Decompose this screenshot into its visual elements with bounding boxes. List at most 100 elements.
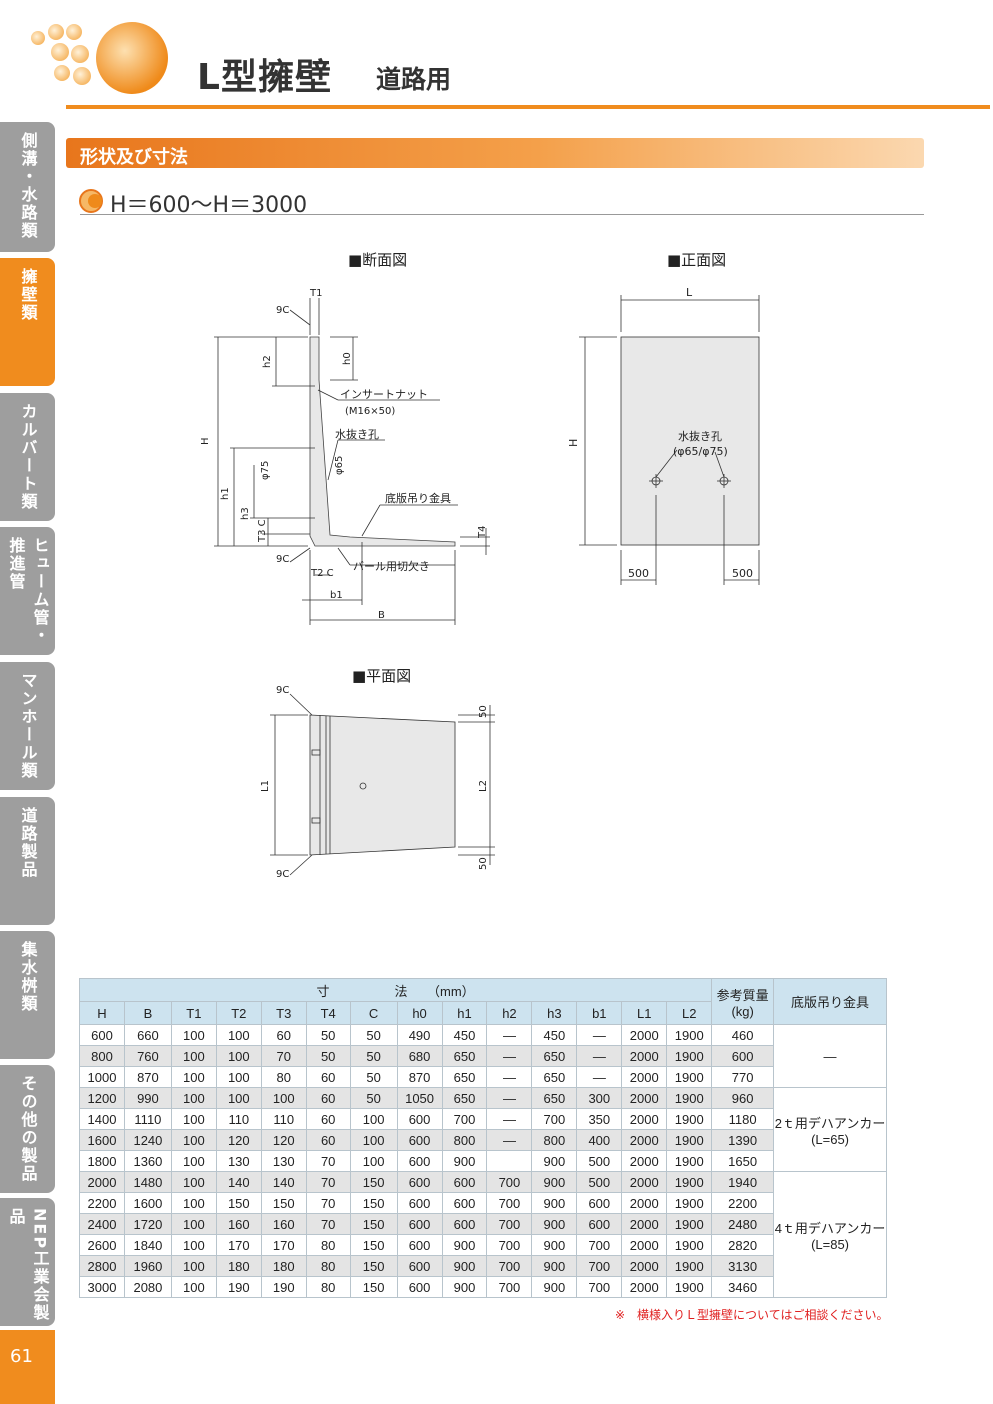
col-header: C	[349, 1001, 398, 1025]
table-cell: 2000	[621, 1087, 668, 1109]
table-cell: 650	[531, 1087, 578, 1109]
svg-text:H: H	[567, 439, 580, 447]
svg-text:(φ65/φ75): (φ65/φ75)	[673, 445, 728, 458]
table-cell: 150	[349, 1276, 398, 1298]
table-cell: 1600	[79, 1129, 125, 1151]
side-tab-catch-basin[interactable]: 集水桝類	[0, 931, 55, 1059]
section-band	[66, 138, 924, 168]
table-cell: 600	[396, 1171, 443, 1193]
table-cell: 700	[576, 1255, 623, 1277]
table-cell: 1200	[79, 1087, 125, 1109]
table-cell: 100	[215, 1024, 262, 1046]
table-cell: 1600	[123, 1192, 172, 1214]
table-cell: 700	[531, 1108, 578, 1130]
side-tab-manhole[interactable]: マンホール類	[0, 662, 55, 790]
table-cell: 3130	[711, 1255, 775, 1277]
table-cell: 100	[170, 1192, 217, 1214]
side-tab-gutter[interactable]: 側溝・水路類	[0, 122, 55, 252]
col-header: h2	[486, 1001, 533, 1025]
table-cell: 100	[215, 1066, 262, 1088]
table-cell: 990	[123, 1087, 172, 1109]
table-cell: 1050	[396, 1087, 443, 1109]
table-cell: 760	[123, 1045, 172, 1067]
table-cell: 70	[305, 1213, 351, 1235]
table-cell: 1900	[666, 1255, 713, 1277]
table-cell: 800	[441, 1129, 488, 1151]
table-cell: 50	[305, 1024, 351, 1046]
table-cell: 900	[531, 1234, 578, 1256]
plan-view-drawing: 9C 9C L1 L2 50 50	[260, 685, 495, 880]
table-cell: 1900	[666, 1066, 713, 1088]
table-cell: 2000	[621, 1066, 668, 1088]
table-cell: —	[576, 1066, 623, 1088]
side-tab-hume-pipe[interactable]: ヒューム管・推進管	[0, 527, 55, 655]
table-cell: 1900	[666, 1108, 713, 1130]
svg-text:底版吊り金具: 底版吊り金具	[385, 491, 451, 505]
table-cell: 2000	[621, 1150, 668, 1172]
table-cell: 110	[260, 1108, 307, 1130]
table-cell: 700	[576, 1276, 623, 1298]
col-header: h1	[441, 1001, 488, 1025]
svg-text:L2: L2	[478, 780, 489, 792]
table-cell: 900	[441, 1150, 488, 1172]
page-subtitle: 道路用	[376, 65, 452, 94]
side-tab-retaining-wall[interactable]: 擁壁類	[0, 258, 55, 386]
col-header: T3	[260, 1001, 307, 1025]
svg-text:9C: 9C	[276, 554, 289, 565]
table-cell: 650	[441, 1066, 488, 1088]
svg-text:T2 C: T2 C	[310, 568, 334, 579]
table-cell: 50	[305, 1045, 351, 1067]
svg-text:500: 500	[732, 567, 753, 580]
side-tab-nep[interactable]: NEP工業会製品	[0, 1198, 55, 1326]
table-cell: 1390	[711, 1129, 775, 1151]
side-tab-culvert[interactable]: カルバート類	[0, 393, 55, 521]
table-cell: 600	[396, 1129, 443, 1151]
table-cell: 1400	[79, 1108, 125, 1130]
table-cell: 1110	[123, 1108, 172, 1130]
table-cell: 1900	[666, 1276, 713, 1298]
svg-text:B: B	[378, 610, 385, 621]
table-cell: 80	[305, 1276, 351, 1298]
table-cell: 100	[260, 1087, 307, 1109]
table-cell: 80	[305, 1234, 351, 1256]
table-cell: 170	[260, 1234, 307, 1256]
table-cell: 2480	[711, 1213, 775, 1235]
table-cell: 600	[396, 1213, 443, 1235]
svg-text:水抜き孔: 水抜き孔	[678, 429, 722, 443]
table-cell: 2000	[79, 1171, 125, 1193]
side-tab-road-products[interactable]: 道路製品	[0, 797, 55, 925]
table-cell	[486, 1150, 533, 1172]
svg-text:9C: 9C	[276, 685, 289, 696]
table-cell: —	[576, 1045, 623, 1067]
table-cell: —	[576, 1024, 623, 1046]
table-cell: 900	[531, 1213, 578, 1235]
table-cell: 100	[170, 1276, 217, 1298]
table-cell: 450	[531, 1024, 578, 1046]
table-cell: 650	[441, 1045, 488, 1067]
side-tab-other[interactable]: その他の製品	[0, 1065, 55, 1193]
table-cell: 70	[305, 1171, 351, 1193]
table-cell: 660	[123, 1024, 172, 1046]
table-cell: 800	[531, 1129, 578, 1151]
table-cell: 2200	[711, 1192, 775, 1214]
table-cell: 60	[260, 1024, 307, 1046]
table-cell: 2600	[79, 1234, 125, 1256]
table-cell: 1900	[666, 1150, 713, 1172]
table-cell: 3000	[79, 1276, 125, 1298]
svg-text:h2: h2	[262, 355, 273, 368]
table-cell: 100	[170, 1213, 217, 1235]
table-cell: 2200	[79, 1192, 125, 1214]
table-cell: 140	[260, 1171, 307, 1193]
table-cell: 60	[305, 1108, 351, 1130]
svg-text:φ75: φ75	[260, 461, 271, 480]
table-cell: 150	[349, 1234, 398, 1256]
table-cell: 2000	[621, 1234, 668, 1256]
table-cell: 50	[349, 1045, 398, 1067]
table-cell: 460	[711, 1024, 775, 1046]
fitting-cell: —	[773, 1024, 887, 1088]
table-cell: 100	[170, 1087, 217, 1109]
table-cell: 50	[349, 1024, 398, 1046]
